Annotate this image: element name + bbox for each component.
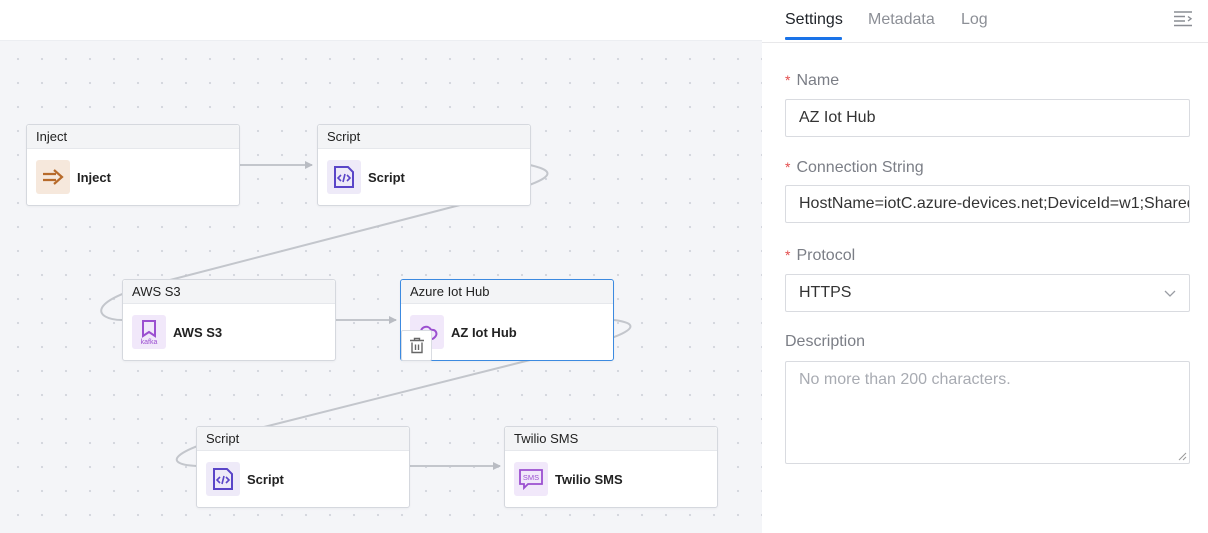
protocol-value: HTTPS [799, 284, 852, 301]
node-label: Inject [77, 169, 111, 185]
canvas-toolbar [0, 0, 762, 41]
tab-metadata[interactable]: Metadata [868, 11, 935, 28]
code-icon [206, 462, 240, 496]
protocol-select[interactable]: HTTPS [785, 274, 1190, 312]
flow-node-aws-s3[interactable]: AWS S3 kafka AWS S3 [122, 279, 336, 361]
flow-node-twilio-sms[interactable]: Twilio SMS SMS Twilio SMS [504, 426, 718, 508]
svg-text:SMS: SMS [523, 473, 539, 482]
node-title: Inject [27, 125, 239, 149]
connection-string-input[interactable]: HostName=iotC.azure-devices.net;DeviceId… [785, 185, 1190, 223]
tab-log[interactable]: Log [961, 11, 988, 28]
flow-node-azure-iot-hub[interactable]: Azure Iot Hub AZ Iot Hub [400, 279, 614, 361]
menu-collapse-icon[interactable] [1173, 10, 1193, 28]
arrow-right-icon [36, 160, 70, 194]
flow-node-inject[interactable]: Inject Inject [26, 124, 240, 206]
description-placeholder: No more than 200 characters. [799, 371, 1011, 388]
resize-grip-icon[interactable] [1177, 451, 1187, 461]
kafka-icon: kafka [132, 315, 166, 349]
flow-canvas[interactable] [0, 41, 762, 533]
node-title: Script [197, 427, 409, 451]
description-label: Description [785, 333, 866, 350]
node-title: Twilio SMS [505, 427, 717, 451]
name-input[interactable]: AZ Iot Hub [785, 99, 1190, 137]
trash-icon [409, 337, 424, 354]
protocol-label: *Protocol [785, 247, 856, 264]
node-label: AZ Iot Hub [451, 324, 517, 340]
code-icon [327, 160, 361, 194]
required-mark: * [785, 247, 791, 263]
flow-node-script-2[interactable]: Script Script [196, 426, 410, 508]
flow-node-script-1[interactable]: Script Script [317, 124, 531, 206]
sms-icon: SMS [514, 462, 548, 496]
tab-settings[interactable]: Settings [785, 11, 843, 28]
node-title: Script [318, 125, 530, 149]
node-label: Twilio SMS [555, 471, 623, 487]
node-properties-panel: Settings Metadata Log *Name AZ Iot Hub *… [762, 0, 1208, 533]
name-label: *Name [785, 72, 840, 89]
description-textarea[interactable]: No more than 200 characters. [785, 361, 1190, 464]
chevron-down-icon [1164, 290, 1176, 297]
connection-string-label: *Connection String [785, 159, 924, 176]
panel-tabs: Settings Metadata Log [762, 0, 1208, 43]
required-mark: * [785, 72, 791, 88]
delete-node-button[interactable] [401, 330, 432, 361]
node-title: AWS S3 [123, 280, 335, 304]
required-mark: * [785, 159, 791, 175]
node-label: AWS S3 [173, 324, 223, 340]
node-title: Azure Iot Hub [401, 280, 613, 304]
active-tab-indicator [785, 37, 842, 40]
node-label: Script [368, 169, 405, 185]
svg-text:kafka: kafka [141, 339, 158, 346]
node-label: Script [247, 471, 284, 487]
